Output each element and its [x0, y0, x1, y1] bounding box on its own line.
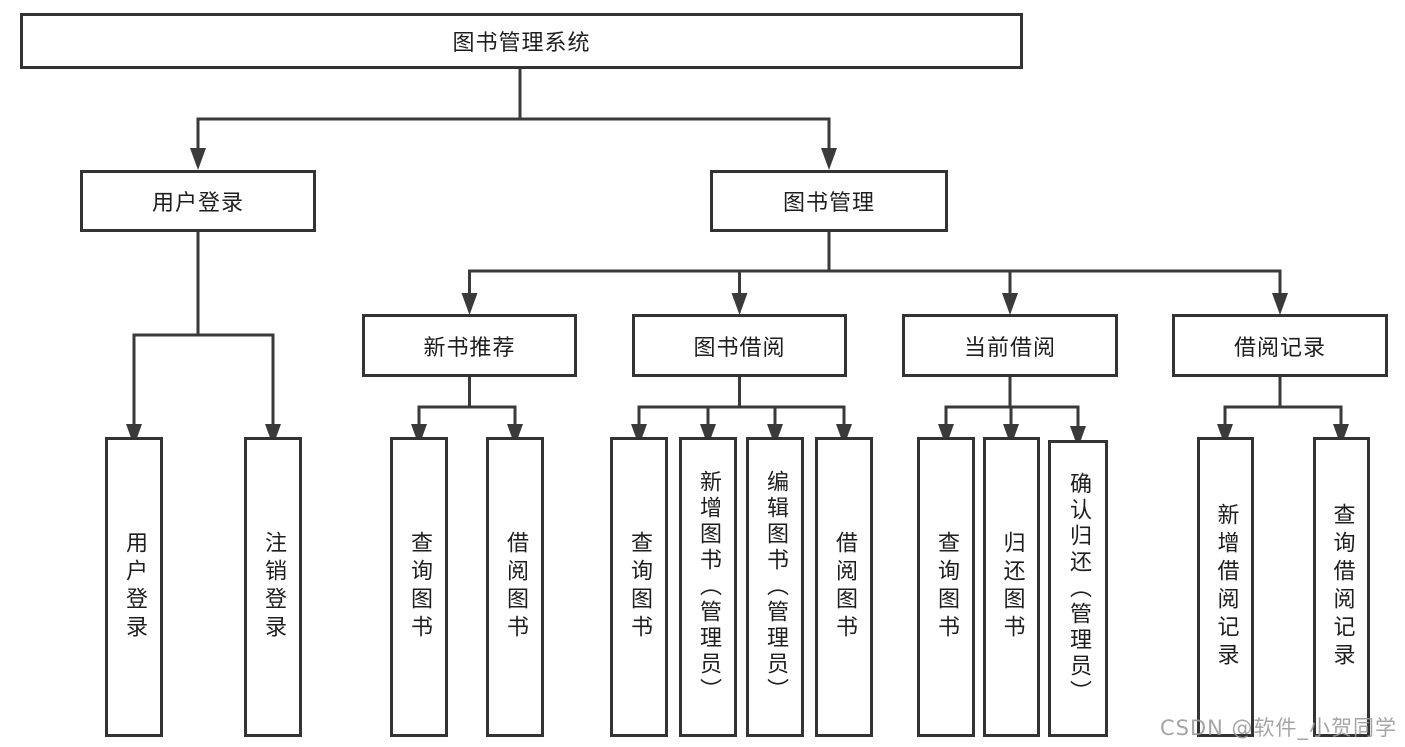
leaf-recommend-borrow-books: 借阅图书 — [486, 437, 544, 737]
leaf-records-add-record-label: 新增借阅记录 — [1213, 503, 1239, 671]
node-current-borrow: 当前借阅 — [902, 314, 1118, 377]
leaf-borrow-add-books-admin: 新增图书（管理员） — [679, 437, 737, 737]
node-book-management: 图书管理 — [710, 170, 948, 232]
leaf-borrow-borrow-books-label: 借阅图书 — [832, 531, 857, 643]
leaf-current-return-books-label: 归还图书 — [999, 531, 1025, 643]
leaf-recommend-query-books: 查询图书 — [390, 437, 448, 737]
leaf-borrow-query-books-label: 查询图书 — [627, 531, 652, 643]
leaf-current-return-books: 归还图书 — [983, 437, 1040, 737]
leaf-borrow-edit-books-admin: 编辑图书（管理员） — [746, 437, 804, 737]
node-borrow-records: 借阅记录 — [1172, 314, 1388, 377]
node-book-borrow: 图书借阅 — [632, 314, 847, 377]
leaf-logout-label: 注销登录 — [261, 531, 286, 643]
leaf-borrow-add-books-admin-label: 新增图书（管理员） — [696, 470, 721, 704]
leaf-current-confirm-return-admin-label: 确认归还（管理员） — [1066, 471, 1091, 706]
leaf-user-login: 用户登录 — [105, 437, 163, 737]
leaf-borrow-query-books: 查询图书 — [610, 437, 668, 737]
watermark: CSDN @软件_小贺同学 — [1160, 716, 1398, 740]
node-book-borrow-label: 图书借阅 — [693, 335, 786, 361]
node-new-book-recommend: 新书推荐 — [362, 314, 577, 377]
leaf-logout: 注销登录 — [244, 437, 302, 737]
leaf-records-query-record-label: 查询借阅记录 — [1329, 503, 1355, 671]
node-user-login-label: 用户登录 — [151, 191, 244, 216]
leaf-borrow-edit-books-admin-label: 编辑图书（管理员） — [763, 470, 788, 704]
node-new-book-recommend-label: 新书推荐 — [423, 335, 516, 361]
leaf-recommend-borrow-books-label: 借阅图书 — [503, 531, 528, 643]
node-root-label: 图书管理系统 — [452, 31, 591, 56]
node-borrow-records-label: 借阅记录 — [1233, 335, 1326, 361]
node-user-login: 用户登录 — [80, 170, 316, 232]
leaf-current-query-books: 查询图书 — [917, 437, 975, 737]
node-root: 图书管理系统 — [20, 13, 1023, 69]
leaf-records-query-record: 查询借阅记录 — [1313, 437, 1370, 737]
leaf-current-confirm-return-admin: 确认归还（管理员） — [1048, 440, 1108, 737]
leaf-borrow-borrow-books: 借阅图书 — [815, 437, 873, 737]
node-current-borrow-label: 当前借阅 — [963, 335, 1056, 361]
leaf-recommend-query-books-label: 查询图书 — [407, 531, 432, 643]
leaf-records-add-record: 新增借阅记录 — [1197, 437, 1254, 737]
leaf-user-login-label: 用户登录 — [122, 531, 147, 643]
node-book-management-label: 图书管理 — [782, 191, 875, 216]
leaf-current-query-books-label: 查询图书 — [934, 531, 959, 643]
